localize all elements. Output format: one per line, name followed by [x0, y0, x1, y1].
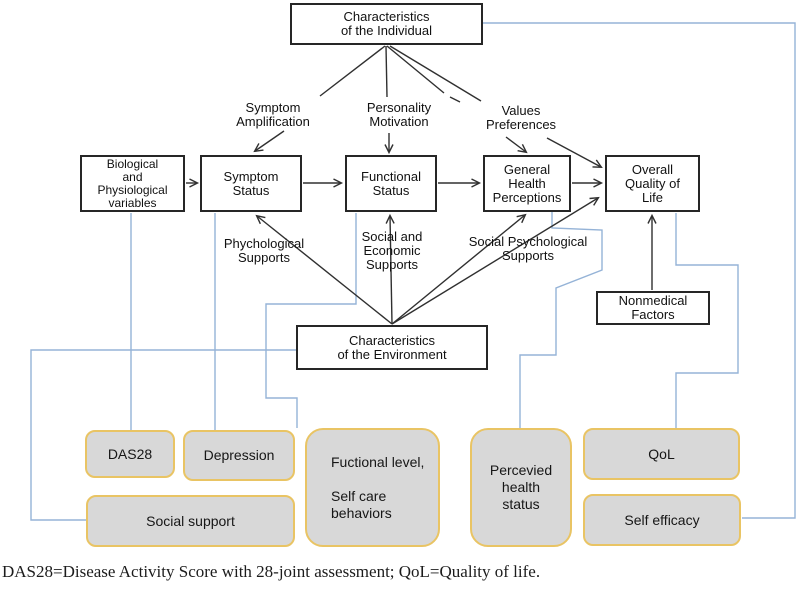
measure-das28: DAS28 — [85, 430, 175, 478]
arrow-values-to-ghp — [505, 136, 528, 154]
measure-qol: QoL — [583, 428, 740, 480]
label-psychological-supports: Phychological Supports — [223, 236, 305, 265]
measure-depression: Depression — [183, 430, 295, 481]
connector-oqol-to-qol — [675, 213, 739, 428]
arrow-values-to-oqol — [546, 137, 603, 168]
arrow-environment-to-symptom — [255, 214, 393, 325]
connector-environment-to-social-support — [30, 349, 296, 521]
connector-functional-to-functional-level — [265, 213, 357, 428]
label-values-preferences: Values Preferences — [485, 103, 557, 132]
connector-individual-to-self-efficacy — [483, 22, 796, 519]
measure-social-support: Social support — [86, 495, 295, 547]
line-individual-to-values-2 — [389, 45, 482, 102]
label-symptom-amplification: Symptom Amplification — [236, 100, 310, 129]
line-individual-to-values-1 — [386, 45, 445, 94]
measure-self-efficacy: Self efficacy — [583, 494, 741, 546]
line-individual-to-values-dash — [449, 96, 461, 103]
line-individual-to-personality-motivation — [385, 45, 388, 98]
box-biological-physiological: Biological and Physiological variables — [80, 155, 185, 212]
label-social-economic-supports: Social and Economic Supports — [361, 229, 423, 272]
box-nonmedical-factors: Nonmedical Factors — [596, 291, 710, 325]
arrow-symptom-amplification-to-symptom — [253, 130, 285, 153]
arrow-environment-to-functional — [385, 213, 395, 325]
arrow-environment-to-oqol — [391, 196, 600, 325]
label-personality-motivation: Personality Motivation — [366, 100, 432, 129]
measure-perceived-health-status: Percevied health status — [470, 428, 572, 547]
measure-functional-level: Fuctional level, Self care behaviors — [305, 428, 440, 547]
box-symptom-status: Symptom Status — [200, 155, 302, 212]
box-characteristics-environment: Characteristics of the Environment — [296, 325, 488, 370]
box-general-health-perceptions: General Health Perceptions — [483, 155, 571, 212]
box-overall-quality-of-life: Overall Quality of Life — [605, 155, 700, 212]
arrow-environment-to-ghp — [391, 213, 527, 325]
box-functional-status: Functional Status — [345, 155, 437, 212]
line-individual-to-symptom-amplification — [319, 45, 386, 97]
figure-caption: DAS28=Disease Activity Score with 28-joi… — [2, 562, 541, 581]
connector-ghp-to-perceived-health — [519, 212, 603, 428]
box-characteristics-individual: Characteristics of the Individual — [290, 3, 483, 45]
label-social-psychological-supports: Social Psychological Supports — [468, 234, 588, 263]
